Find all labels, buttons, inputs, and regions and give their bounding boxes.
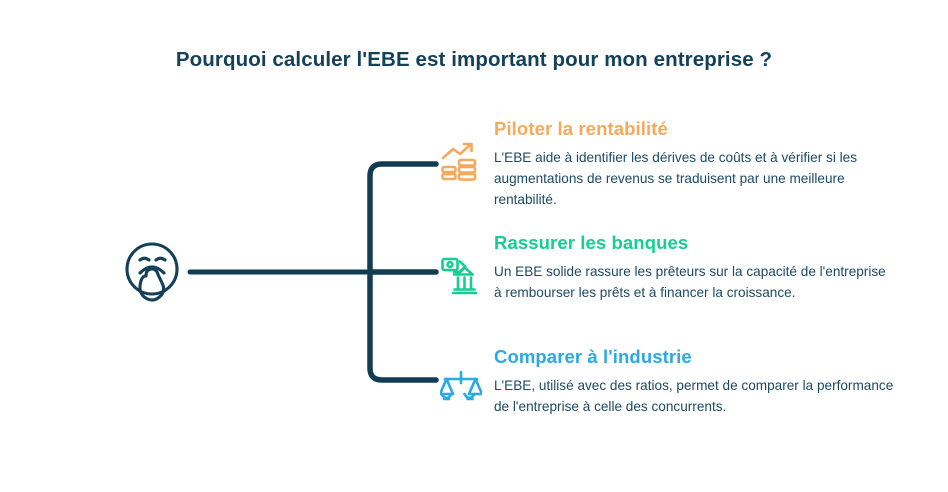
branch-text-1: L'EBE aide à identifier les dérives de c…: [494, 150, 858, 208]
branch-text-3: L'EBE, utilisé avec des ratios, permet d…: [494, 378, 894, 415]
branch-item-2[interactable]: Rassurer les banques Un EBE solide rassu…: [440, 232, 895, 303]
bank-banknotes-icon: [440, 254, 482, 296]
branch-body-3: Comparer à l'industrie L'EBE, utilisé av…: [494, 346, 895, 417]
abstract-brain-mark-icon: [125, 242, 179, 302]
growth-chart-coins-icon: [440, 140, 482, 182]
branch-text-2: Un EBE solide rassure les prêteurs sur l…: [494, 264, 886, 301]
page-title: Pourquoi calculer l'EBE est important po…: [175, 48, 773, 71]
branch-item-1[interactable]: Piloter la rentabilité L'EBE aide à iden…: [440, 118, 895, 210]
branch-body-1: Piloter la rentabilité L'EBE aide à iden…: [494, 118, 895, 210]
branch-heading-2: Rassurer les banques: [494, 232, 689, 253]
central-node: [116, 236, 188, 308]
branch-body-2: Rassurer les banques Un EBE solide rassu…: [494, 232, 895, 303]
branch-heading-1: Piloter la rentabilité: [494, 118, 668, 139]
balance-scales-icon: [438, 368, 484, 410]
branch-item-3[interactable]: Comparer à l'industrie L'EBE, utilisé av…: [438, 346, 895, 417]
branch-heading-3: Comparer à l'industrie: [494, 346, 692, 367]
